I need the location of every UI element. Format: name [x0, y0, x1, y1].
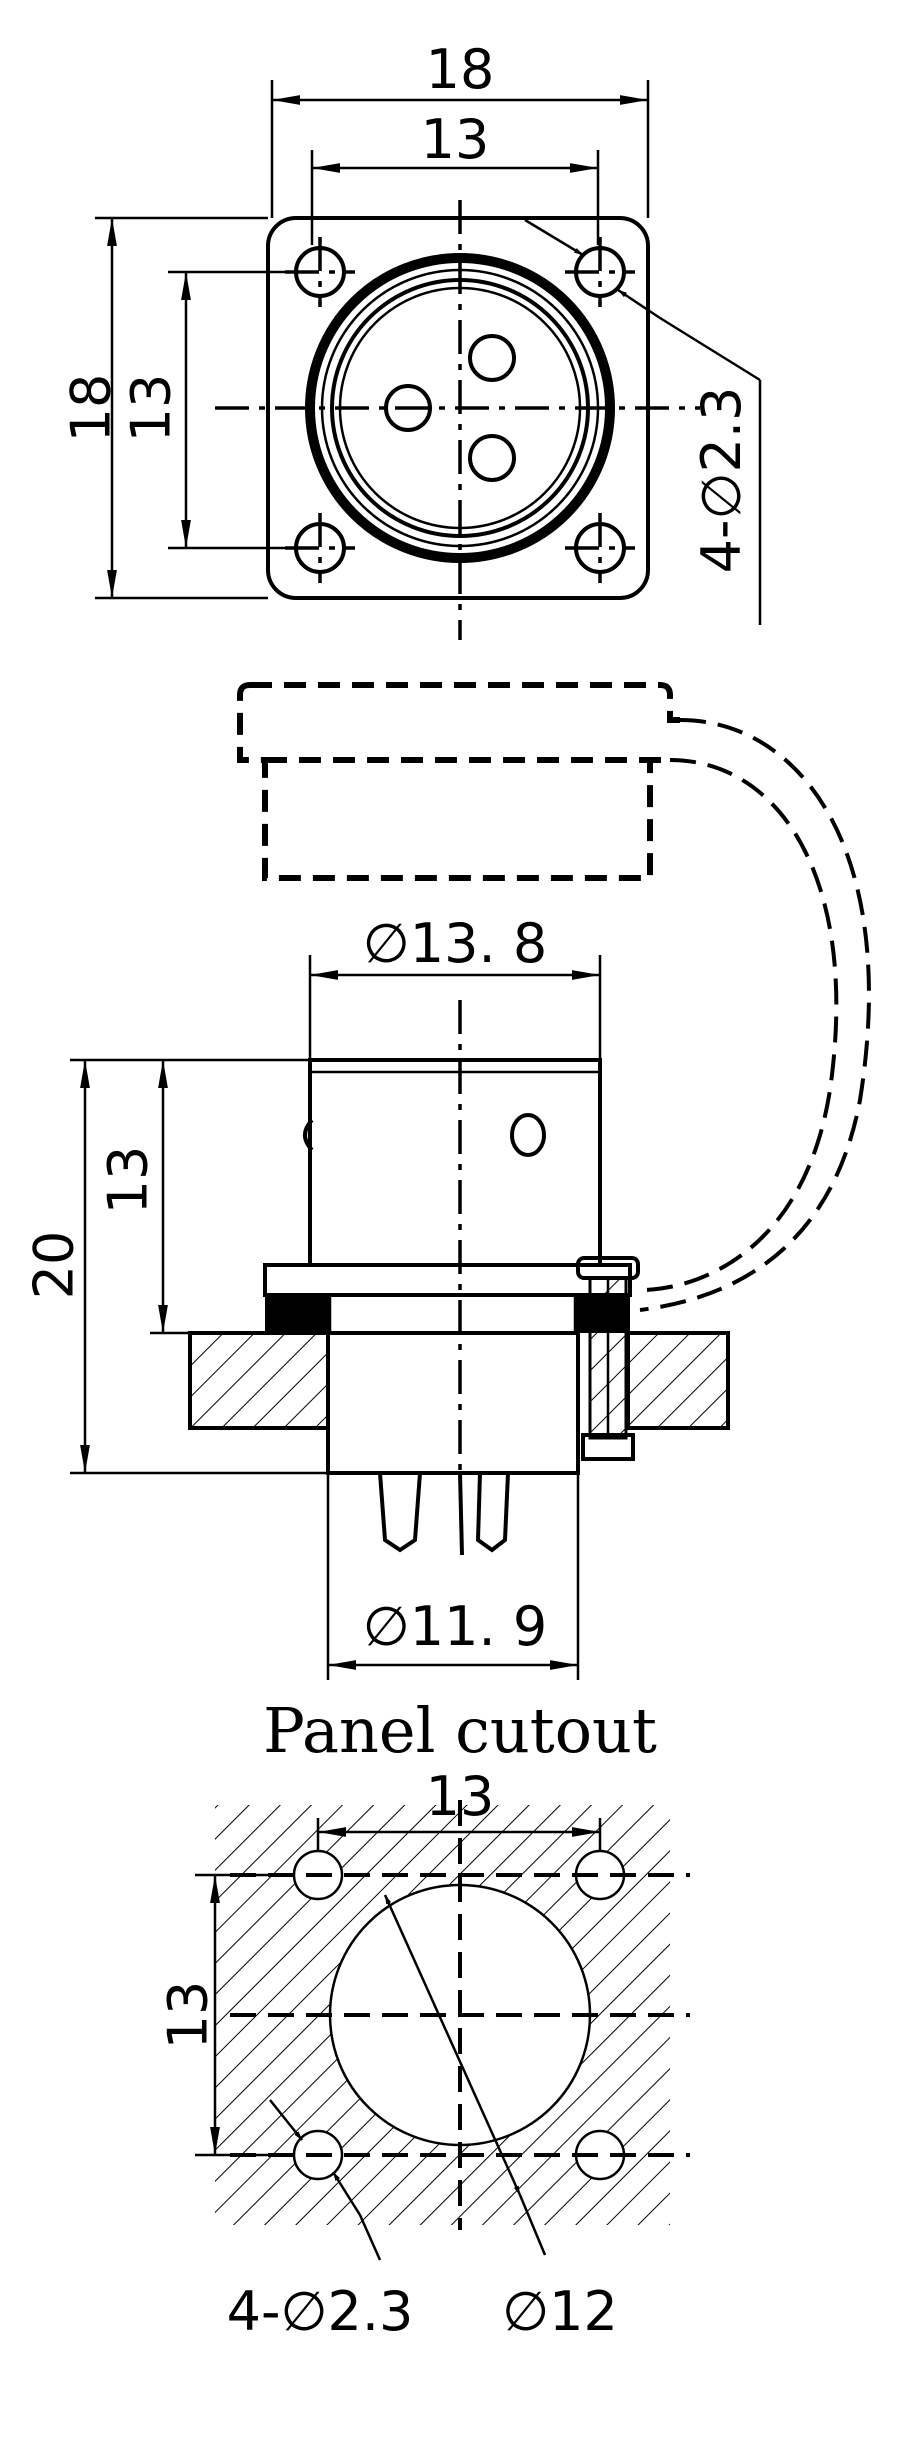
- side-mount-screw: [576, 1256, 640, 1461]
- side-solder-cups: [378, 1472, 510, 1556]
- svg-text:20: 20: [23, 1231, 86, 1300]
- dim-cutout-horizontal: 13: [316, 1765, 602, 1850]
- panel-cutout-title: Panel cutout: [263, 1694, 657, 1767]
- side-panel-section: [188, 1331, 730, 1430]
- dim-side-body-height: 13: [97, 1060, 190, 1335]
- dust-cap: [237, 682, 871, 1312]
- svg-text:13: 13: [421, 108, 490, 171]
- dim-cutout-diameter: ∅12: [383, 1894, 618, 2343]
- dim-top-height-inner: 13: [120, 270, 300, 550]
- svg-text:13: 13: [97, 1146, 160, 1215]
- svg-text:4-∅2.3: 4-∅2.3: [690, 387, 753, 574]
- svg-text:18: 18: [60, 374, 123, 443]
- dim-cutout-mount-holes: 4-∅2.3: [227, 2099, 414, 2343]
- dim-side-body-diameter: ∅13. 8: [308, 912, 602, 1060]
- svg-text:13: 13: [157, 1981, 220, 2050]
- svg-text:13: 13: [120, 374, 183, 443]
- svg-text:18: 18: [426, 38, 495, 101]
- dim-top-mount-holes: 4-∅2.3: [524, 218, 762, 625]
- side-view: ∅13. 8 20 13 ∅11. 9: [23, 912, 730, 1680]
- svg-text:4-∅2.3: 4-∅2.3: [227, 2280, 414, 2343]
- top-coupling-ring: [305, 253, 615, 563]
- svg-text:13: 13: [426, 1765, 495, 1828]
- panel-cutout: Panel cutout 13: [157, 1694, 690, 2343]
- dim-top-width-outer: 18: [270, 38, 650, 218]
- dim-side-total-height: 20: [23, 1058, 328, 1475]
- svg-text:∅13. 8: ∅13. 8: [363, 912, 547, 975]
- dim-side-base-diameter: ∅11. 9: [326, 1473, 580, 1680]
- dim-cutout-vertical: 13: [157, 1873, 295, 2157]
- svg-text:∅11. 9: ∅11. 9: [363, 1595, 547, 1658]
- side-lower-body: [326, 1331, 580, 1475]
- side-gasket: [265, 1295, 330, 1333]
- side-flange: [263, 1263, 632, 1297]
- top-contact-pins: [384, 334, 516, 482]
- svg-text:∅12: ∅12: [502, 2280, 618, 2343]
- top-view: 18 13 18 13 4-∅2.3: [60, 38, 762, 640]
- dim-top-width-inner: 13: [310, 108, 600, 245]
- side-body: [308, 1058, 602, 1267]
- dim-top-height-outer: 18: [60, 216, 268, 600]
